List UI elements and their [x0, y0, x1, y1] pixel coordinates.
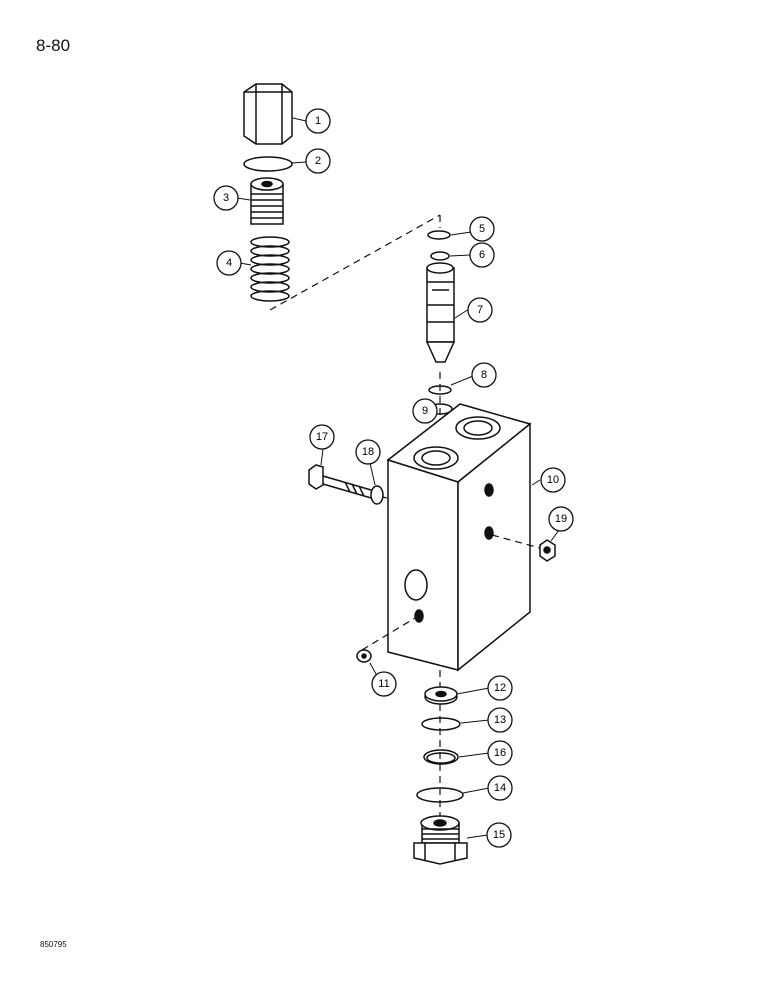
ring-part	[423, 749, 459, 765]
callout: 11	[371, 671, 397, 697]
callout: 8	[471, 362, 497, 388]
callout: 7	[467, 297, 493, 323]
bottom-plug-part	[413, 815, 468, 865]
callout-label: 11	[378, 678, 389, 690]
callout: 13	[487, 707, 513, 733]
ring-part	[426, 752, 456, 764]
ring-part	[416, 787, 464, 803]
callout-label: 10	[547, 474, 559, 486]
figure-code: 850795	[40, 940, 67, 949]
callout: 9	[412, 398, 438, 424]
callout-label: 14	[494, 782, 506, 794]
callout: 3	[213, 185, 239, 211]
callout: 12	[487, 675, 513, 701]
spool-part	[425, 262, 456, 363]
spring-part	[250, 236, 290, 302]
callout-label: 13	[494, 714, 506, 726]
callout-label: 2	[315, 155, 321, 167]
valve-block-part	[386, 403, 532, 672]
washer-part	[370, 485, 384, 505]
callout-label: 19	[555, 513, 567, 525]
o-ring-part	[243, 156, 293, 172]
callout: 19	[548, 506, 574, 532]
callout-label: 3	[223, 192, 229, 204]
callout-label: 7	[477, 304, 483, 316]
callout: 5	[469, 216, 495, 242]
callout-label: 4	[226, 257, 232, 269]
callout: 4	[216, 250, 242, 276]
callout-label: 5	[479, 223, 485, 235]
ring-part	[430, 251, 450, 261]
nut-part	[491, 534, 556, 562]
callout-label: 8	[481, 369, 487, 381]
callout: 10	[540, 467, 566, 493]
assembly-guide-line	[382, 496, 391, 500]
threaded-plug-part	[250, 177, 284, 225]
callout: 15	[486, 822, 512, 848]
callout: 6	[469, 242, 495, 268]
callout-label: 6	[479, 249, 485, 261]
callout-label: 12	[494, 682, 506, 694]
callout: 18	[355, 439, 381, 465]
ring-part	[421, 717, 461, 731]
callout-label: 15	[493, 829, 505, 841]
callout: 2	[305, 148, 331, 174]
seat-part	[424, 686, 458, 705]
small-plug-part	[356, 617, 416, 663]
hex-cap-part	[243, 83, 293, 145]
page-number: 8-80	[36, 36, 71, 55]
callout-label: 18	[362, 446, 374, 458]
bolt-part	[308, 464, 379, 501]
assembly-guide-line	[269, 214, 441, 311]
callout-label: 1	[315, 115, 321, 127]
callout: 14	[487, 775, 513, 801]
callout: 1	[305, 108, 331, 134]
callout: 17	[309, 424, 335, 450]
ring-part	[427, 230, 451, 240]
callout-label: 9	[422, 405, 428, 417]
callout: 16	[487, 740, 513, 766]
callout-label: 17	[316, 431, 328, 443]
callout-label: 16	[494, 747, 506, 759]
